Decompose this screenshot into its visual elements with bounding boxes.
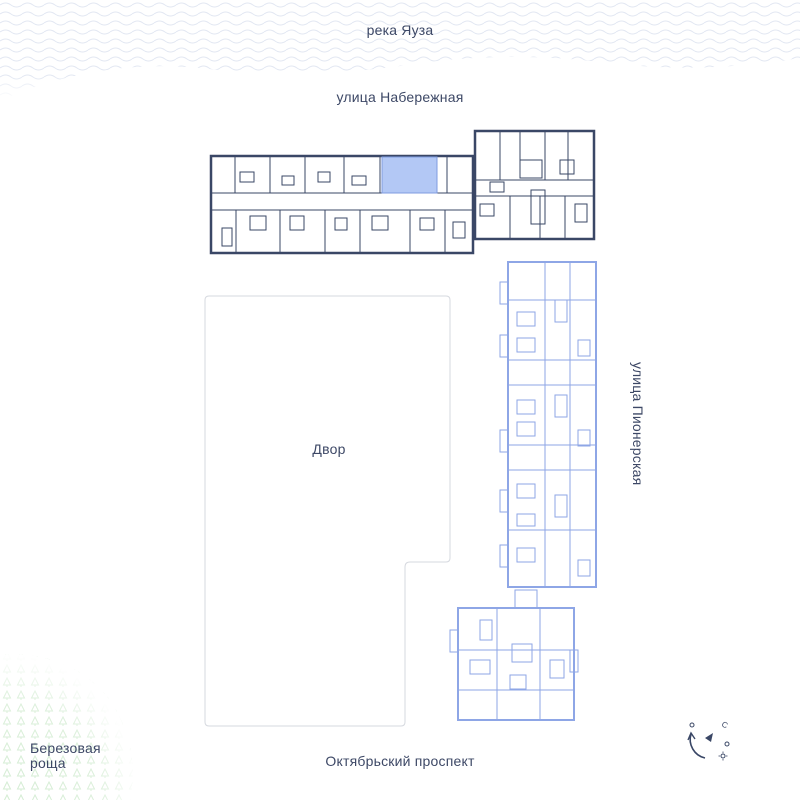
building-east (499, 261, 597, 588)
grove-trees (0, 654, 133, 800)
highlighted-apartment (381, 156, 438, 194)
river-label: река Яуза (366, 22, 434, 38)
grove-label: Березовая роща (30, 741, 101, 771)
building-north-east (473, 129, 596, 241)
grove-label-line2: роща (30, 755, 66, 771)
courtyard-label: Двор (312, 441, 346, 457)
compass-icon: С (687, 720, 730, 761)
building-south (449, 589, 579, 721)
pionerskaya-street-label: улица Пионерская (630, 362, 646, 486)
courtyard-area (204, 295, 451, 727)
compass-north-letter: С (720, 720, 729, 731)
grove-label-line1: Березовая (30, 740, 101, 756)
avenue-label: Октябрьский проспект (325, 753, 475, 769)
river-waves (0, 0, 800, 100)
embankment-street-label: улица Набережная (336, 89, 464, 105)
sun-icon (718, 751, 728, 761)
